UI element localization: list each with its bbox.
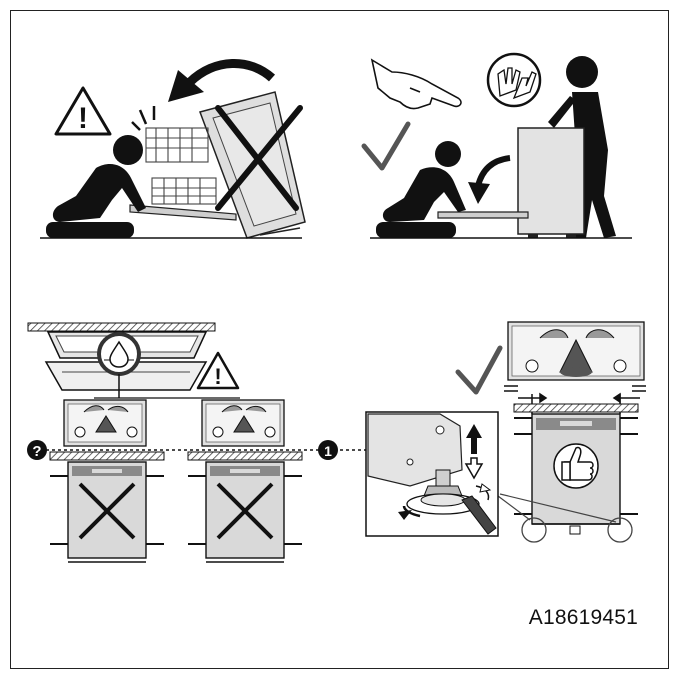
step-marker-unknown: ?: [27, 440, 47, 460]
kneeling-person-helper: [376, 141, 466, 238]
dishwasher-unit-correct: [497, 403, 639, 543]
dishwasher-unit-left: [49, 451, 165, 563]
gloves-icon: [486, 52, 542, 108]
kneeling-person: [46, 135, 146, 238]
step-marker-one: 1: [318, 440, 338, 460]
cross-icon: [215, 105, 303, 211]
arrow-up-icon: [466, 424, 482, 454]
checkmark-icon: [455, 345, 503, 395]
thumbs-up-icon: [553, 443, 599, 489]
arrow-down-icon: [464, 457, 484, 480]
dish-rack-lower: [151, 177, 217, 205]
rotate-right-icon: [479, 483, 492, 493]
bubble-panel-right: [201, 399, 285, 447]
lift-arrow-icon: [468, 155, 511, 204]
bubble-panel-left: [63, 399, 147, 447]
panel-leveling-wrong: ! ? 1: [27, 322, 370, 563]
door-panel: [437, 211, 529, 219]
document-code: A18619451: [528, 606, 638, 629]
rotate-arrow-icon: [168, 59, 276, 102]
warning-triangle-icon: !: [54, 86, 112, 136]
rotate-left-icon: [398, 510, 412, 520]
upright-dishwasher: [517, 127, 585, 238]
checkmark-icon: [361, 121, 411, 171]
water-drop-icon: [109, 340, 129, 368]
impact-lines: [131, 106, 156, 131]
level-bubble-magnifier: [94, 332, 240, 399]
foot-highlight-left: [521, 517, 547, 543]
warning-mark: !: [78, 102, 88, 135]
svg-text:1: 1: [324, 443, 332, 459]
foot-highlight-right: [607, 517, 633, 543]
countertop: [27, 322, 216, 332]
panel-correct-two-persons: [361, 52, 632, 239]
illustration-frame: [10, 10, 669, 669]
pointing-hand-icon: [370, 58, 462, 110]
foot-adjustment-detail: [365, 411, 499, 537]
dishwasher-unit-right: [187, 451, 303, 563]
panel-leveling-correct: [365, 321, 646, 543]
warning-mark-small: !: [214, 364, 221, 389]
dish-rack-upper: [145, 127, 209, 163]
cross-icon: [216, 482, 274, 540]
svg-text:?: ?: [32, 443, 41, 460]
level-indicator-panel: [507, 321, 645, 381]
panel-wrong-tilting: !: [40, 59, 306, 239]
open-door: [129, 204, 237, 221]
cross-icon: [78, 482, 136, 540]
warning-triangle-small-icon: !: [196, 351, 240, 390]
